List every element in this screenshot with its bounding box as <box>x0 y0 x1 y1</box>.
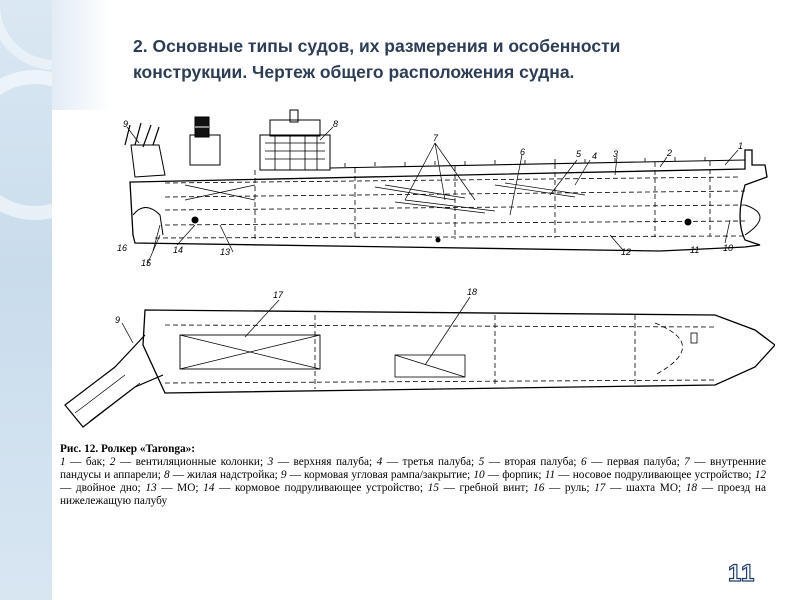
legend-number: 14 <box>203 482 215 494</box>
callout-1: 1 <box>738 141 743 151</box>
caption-legend: 1 — бак; 2 — вентиляционные колонки; 3 —… <box>60 456 766 507</box>
legend-number: 16 <box>533 482 545 494</box>
legend-text: — вторая палуба; <box>484 456 582 468</box>
callout-9-plan: 9 <box>115 315 120 325</box>
decorative-header-panel <box>52 0 112 110</box>
legend-number: 1 <box>60 456 66 468</box>
callout-labels: 1 2 3 4 5 6 7 8 9 10 11 12 13 14 15 16 9… <box>115 119 743 325</box>
legend-text: — шахта МО; <box>605 482 686 494</box>
callout-13: 13 <box>220 247 230 257</box>
callout-6: 6 <box>520 147 525 157</box>
legend-text: — жилая надстройка; <box>169 469 281 481</box>
callout-15: 15 <box>141 258 152 268</box>
callout-11: 11 <box>690 245 699 255</box>
figure-caption: Рис. 12. Ролкер «Taronga»: 1 — бак; 2 — … <box>60 443 766 508</box>
legend-text: — верхняя палуба; <box>273 456 377 468</box>
callout-5: 5 <box>576 149 582 159</box>
legend-text: — двойное дно; <box>60 482 146 494</box>
callout-9: 9 <box>123 119 128 129</box>
caption-heading: Рис. 12. Ролкер «Taronga»: <box>60 443 196 455</box>
callout-18: 18 <box>467 287 477 297</box>
legend-number: 2 <box>109 456 116 468</box>
legend-number: 12 <box>754 469 766 481</box>
legend-text: — МО; <box>156 482 204 494</box>
legend-text: — проезд на нижележащую палубу <box>60 482 766 507</box>
legend-text: — бак; <box>65 456 110 468</box>
legend-number: 11 <box>544 469 556 481</box>
slide-title-line-2: конструкции. Чертеж общего расположения … <box>133 62 575 82</box>
callout-4: 4 <box>592 151 597 161</box>
side-elevation-view <box>124 109 768 266</box>
legend-text: — руль; <box>544 482 595 494</box>
callout-17: 17 <box>273 290 284 300</box>
ship-general-arrangement-drawing: 1 2 3 4 5 6 7 8 9 10 11 12 13 14 15 16 9… <box>64 109 775 428</box>
legend-text: — кормовая угловая рампа/закрытие; <box>286 469 474 481</box>
legend-number: 17 <box>594 482 606 494</box>
callout-8: 8 <box>333 119 338 129</box>
legend-text: — третья палуба; <box>382 456 479 468</box>
callout-12: 12 <box>621 247 631 257</box>
callout-3: 3 <box>613 149 618 159</box>
legend-text: — кормовое подруливающее устройство; <box>214 482 428 494</box>
decorative-side-band <box>0 0 120 600</box>
page-number: 11 <box>727 559 756 587</box>
legend-number: 5 <box>478 456 485 468</box>
slide-title-line-1: 2. Основные типы судов, их размерения и … <box>133 36 621 56</box>
legend-number: 3 <box>267 456 274 468</box>
legend-number: 15 <box>427 482 439 494</box>
legend-number: 9 <box>280 469 287 481</box>
legend-text: — первая палуба; <box>586 456 685 468</box>
slide-title: 2. Основные типы судов, их размерения и … <box>133 33 733 85</box>
legend-text: — внутренние пандусы и аппарели; <box>60 456 766 481</box>
legend-number: 10 <box>473 469 485 481</box>
legend-number: 18 <box>685 482 698 494</box>
callout-14: 14 <box>173 245 183 255</box>
callout-2: 2 <box>666 148 672 158</box>
plan-view <box>64 296 775 428</box>
legend-number: 7 <box>684 456 690 468</box>
legend-number: 6 <box>581 456 587 468</box>
legend-number: 8 <box>163 469 170 481</box>
legend-text: — носовое подруливающее устройство; <box>555 469 755 481</box>
callout-7: 7 <box>433 133 439 143</box>
legend-text: — форпик; <box>484 469 545 481</box>
legend-text: — гребной винт; <box>438 482 534 494</box>
legend-text: — вентиляционные колонки; <box>115 456 268 468</box>
callout-16: 16 <box>117 243 127 253</box>
callout-10: 10 <box>723 243 733 253</box>
legend-number: 4 <box>376 456 383 468</box>
legend-number: 13 <box>145 482 157 494</box>
